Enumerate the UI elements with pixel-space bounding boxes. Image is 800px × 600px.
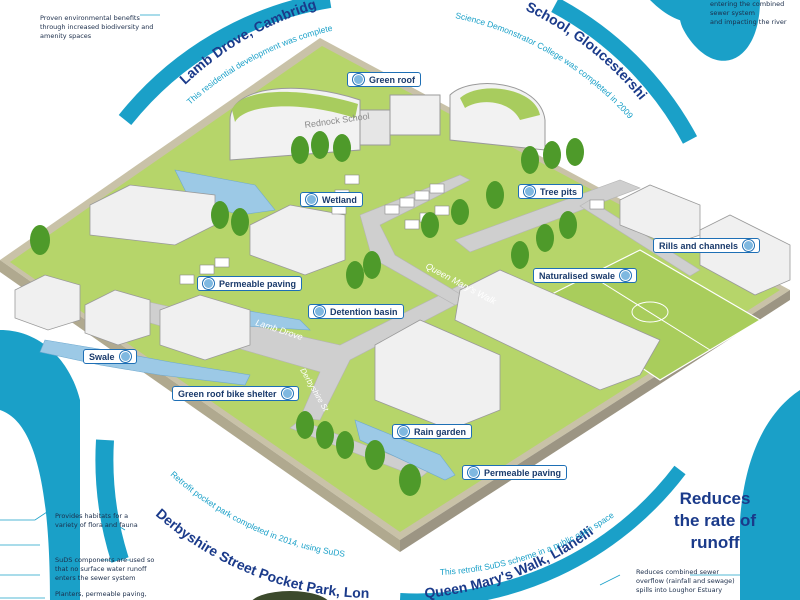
note-line: enters the sewer system bbox=[55, 574, 136, 582]
heading-line: the rate of bbox=[673, 511, 757, 530]
trees bbox=[30, 131, 584, 496]
note-line: amenity spaces bbox=[40, 32, 92, 40]
note-line: and impacting the river bbox=[710, 18, 787, 26]
note-line: Planters, permeable paving, bbox=[55, 590, 147, 598]
note-top-right: entering the combined sewer system and i… bbox=[710, 0, 800, 27]
note-top-left: Proven environmental benefits through in… bbox=[40, 14, 153, 41]
note-line: entering the combined sewer system bbox=[710, 0, 785, 17]
label-text: Green roof bike shelter bbox=[178, 388, 277, 399]
marker-dot-icon bbox=[353, 74, 364, 85]
photo-thumbnail bbox=[252, 591, 328, 600]
note-line: overflow (rainfall and sewage) bbox=[636, 577, 735, 585]
marker-dot-icon bbox=[119, 351, 131, 362]
label-tree-pits[interactable]: Tree pits bbox=[518, 184, 584, 199]
label-text: Naturalised swale bbox=[539, 270, 616, 281]
heading-line: runoff bbox=[690, 533, 740, 552]
label-permeable-paving-1[interactable]: Permeable paving bbox=[197, 276, 303, 291]
heading-line: Reduces bbox=[679, 489, 751, 508]
label-naturalised-swale[interactable]: Naturalised swale bbox=[533, 268, 638, 283]
label-text: Rills and channels bbox=[659, 240, 739, 251]
label-green-roof[interactable]: Green roof bbox=[347, 72, 422, 87]
note-line: Proven environmental benefits bbox=[40, 14, 140, 22]
label-detention-basin[interactable]: Detention basin bbox=[308, 304, 404, 319]
marker-dot-icon bbox=[743, 240, 755, 251]
label-text: Detention basin bbox=[330, 306, 398, 317]
marker-dot-icon bbox=[203, 278, 214, 289]
note-line: Reduces combined sewer bbox=[636, 568, 719, 576]
label-permeable-paving-2[interactable]: Permeable paving bbox=[462, 465, 568, 480]
note-line: variety of flora and fauna bbox=[55, 521, 138, 529]
marker-dot-icon bbox=[524, 186, 535, 197]
note-line: Provides habitats for a bbox=[55, 512, 129, 520]
note-bottom-left-2: SuDS components are used so that no surf… bbox=[55, 556, 154, 583]
note-line: that no surface water runoff bbox=[55, 565, 147, 573]
marker-dot-icon bbox=[468, 467, 479, 478]
houses bbox=[14, 184, 791, 431]
marker-dot-icon bbox=[314, 306, 325, 317]
label-text: Green roof bbox=[369, 74, 416, 85]
label-text: Wetland bbox=[322, 194, 357, 205]
label-text: Tree pits bbox=[540, 186, 578, 197]
label-swale[interactable]: Swale bbox=[83, 349, 137, 364]
marker-dot-icon bbox=[281, 388, 293, 399]
label-text: Swale bbox=[89, 351, 115, 362]
connector-lines bbox=[0, 4, 800, 599]
label-wetland[interactable]: Wetland bbox=[300, 192, 363, 207]
marker-dot-icon bbox=[306, 194, 317, 205]
label-text: Permeable paving bbox=[484, 467, 562, 478]
note-bottom-left-1: Provides habitats for a variety of flora… bbox=[55, 512, 138, 530]
label-rills-and-channels[interactable]: Rills and channels bbox=[653, 238, 761, 253]
label-green-roof-bike-shelter[interactable]: Green roof bike shelter bbox=[172, 386, 299, 401]
reduces-runoff-heading: Reduces the rate of runoff bbox=[650, 488, 780, 554]
label-text: Permeable paving bbox=[219, 278, 297, 289]
marker-dot-icon bbox=[620, 270, 632, 281]
note-line: SuDS components are used so bbox=[55, 556, 155, 564]
note-line: spills into Loughor Estuary bbox=[636, 586, 723, 594]
label-rain-garden[interactable]: Rain garden bbox=[392, 424, 473, 439]
note-line: through increased biodiversity and bbox=[40, 23, 154, 31]
note-bottom-right: Reduces combined sewer overflow (rainfal… bbox=[636, 568, 735, 595]
note-bottom-left-3: Planters, permeable paving, bbox=[55, 590, 147, 599]
label-text: Rain garden bbox=[414, 426, 467, 437]
marker-dot-icon bbox=[398, 426, 409, 437]
